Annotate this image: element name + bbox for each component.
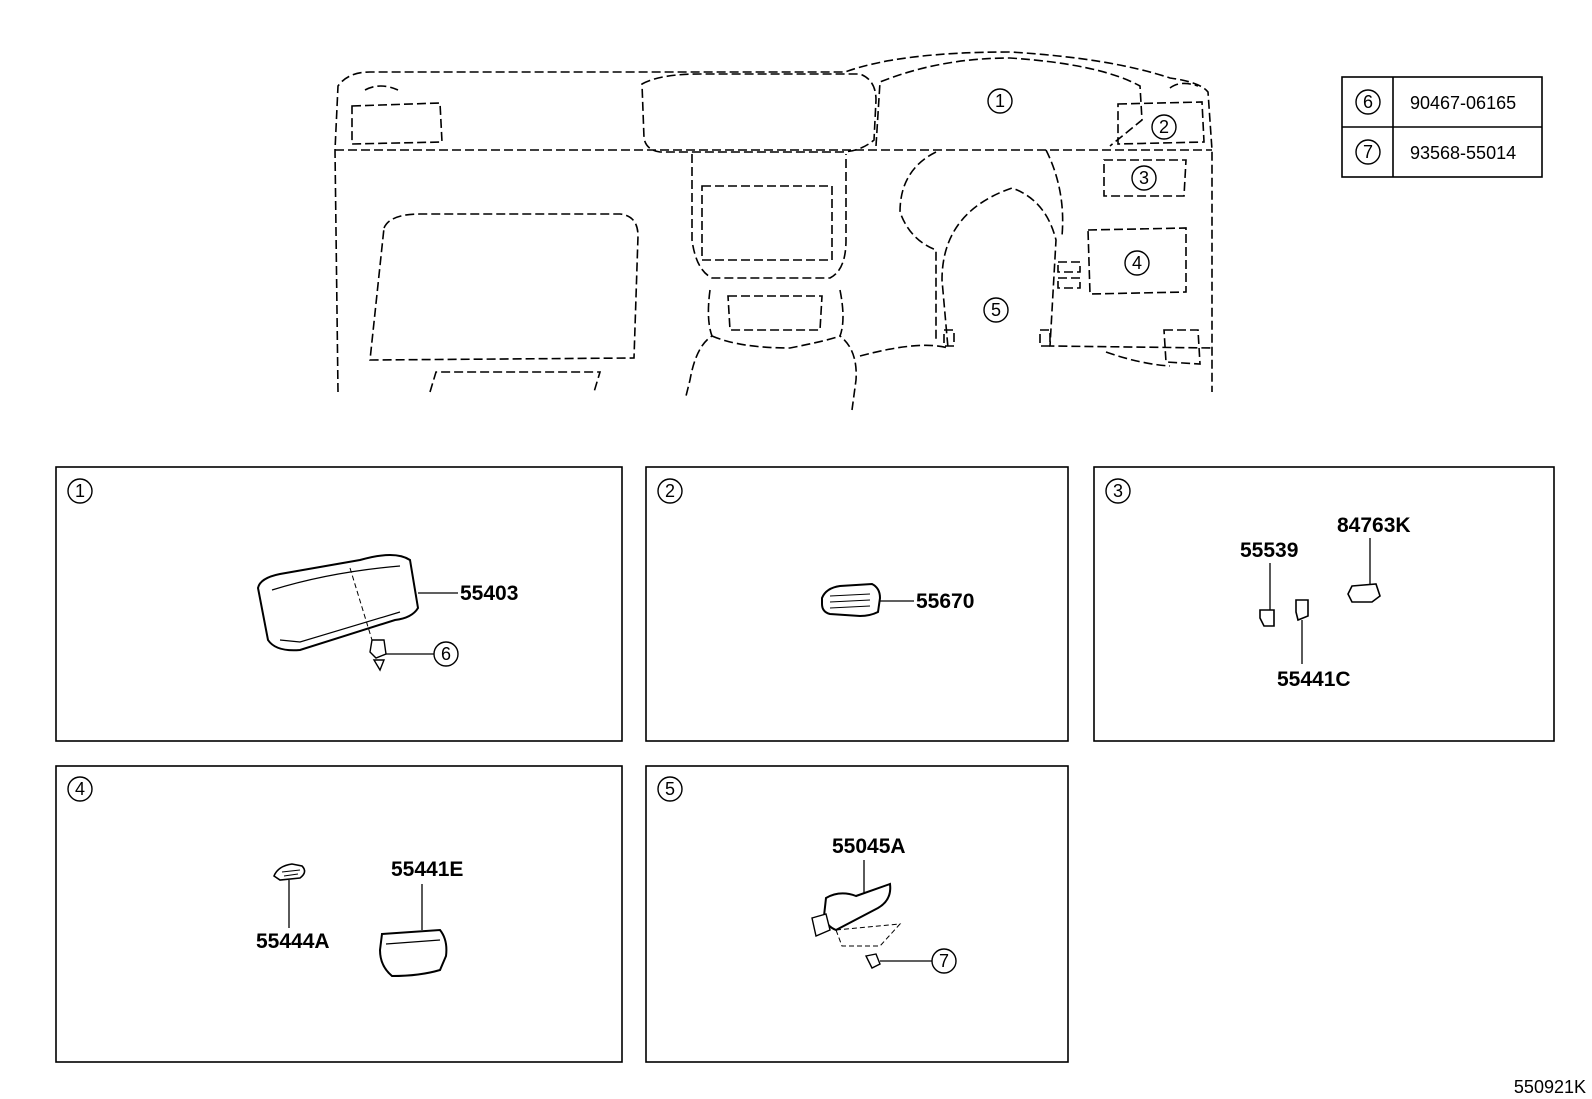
part-55403: 55403 xyxy=(460,582,518,605)
overview-callout-2: 2 xyxy=(1159,117,1169,137)
overview-callout-3: 3 xyxy=(1139,168,1149,188)
panel-5-ref: 5 xyxy=(665,779,675,799)
panel-2-ref: 2 xyxy=(665,481,675,501)
panel-2-content: 55670 xyxy=(821,582,974,618)
legend-part-7: 93568-55014 xyxy=(1410,143,1516,163)
part-55444A: 55444A xyxy=(256,930,330,953)
panel-5-fastener-ref: 7 xyxy=(939,951,949,971)
panel-2-frame xyxy=(645,466,1069,742)
panel-3-content: 84763K 55539 55441C xyxy=(1240,514,1411,691)
panel-1-fastener-ref: 6 xyxy=(441,644,451,664)
legend-part-6: 90467-06165 xyxy=(1410,93,1516,113)
legend-ref-6: 6 xyxy=(1363,92,1373,112)
panel-5-content: 55045A 7 xyxy=(811,835,957,974)
panel-4-frame xyxy=(55,765,623,1063)
panel-callouts: 1 2 3 4 5 xyxy=(67,478,1131,802)
part-55441E: 55441E xyxy=(391,858,463,881)
panel-5-frame xyxy=(645,765,1069,1063)
part-55539: 55539 xyxy=(1240,539,1298,562)
fastener-legend: 6 90467-06165 7 93568-55014 xyxy=(1341,76,1543,178)
panel-frames xyxy=(55,466,1555,1063)
legend-ref-7: 7 xyxy=(1363,142,1373,162)
overview-callout-5: 5 xyxy=(991,300,1001,320)
part-55670: 55670 xyxy=(916,590,974,613)
part-55441C: 55441C xyxy=(1277,668,1351,691)
overview-callouts: 1 2 3 4 5 xyxy=(983,88,1177,323)
overview-callout-1: 1 xyxy=(995,91,1005,111)
part-55045A: 55045A xyxy=(832,835,906,858)
panel-3-ref: 3 xyxy=(1113,481,1123,501)
panel-4-ref: 4 xyxy=(75,779,85,799)
panel-4-content: 55444A 55441E xyxy=(256,858,463,978)
part-84763K: 84763K xyxy=(1337,514,1411,537)
panel-1-ref: 1 xyxy=(75,481,85,501)
panel-1-content: 55403 6 xyxy=(256,554,518,672)
dashboard-overview xyxy=(334,51,1213,411)
panel-1-frame xyxy=(55,466,623,742)
diagram-code: 550921K xyxy=(1514,1077,1586,1097)
overview-callout-4: 4 xyxy=(1132,253,1142,273)
panel-3-frame xyxy=(1093,466,1555,742)
